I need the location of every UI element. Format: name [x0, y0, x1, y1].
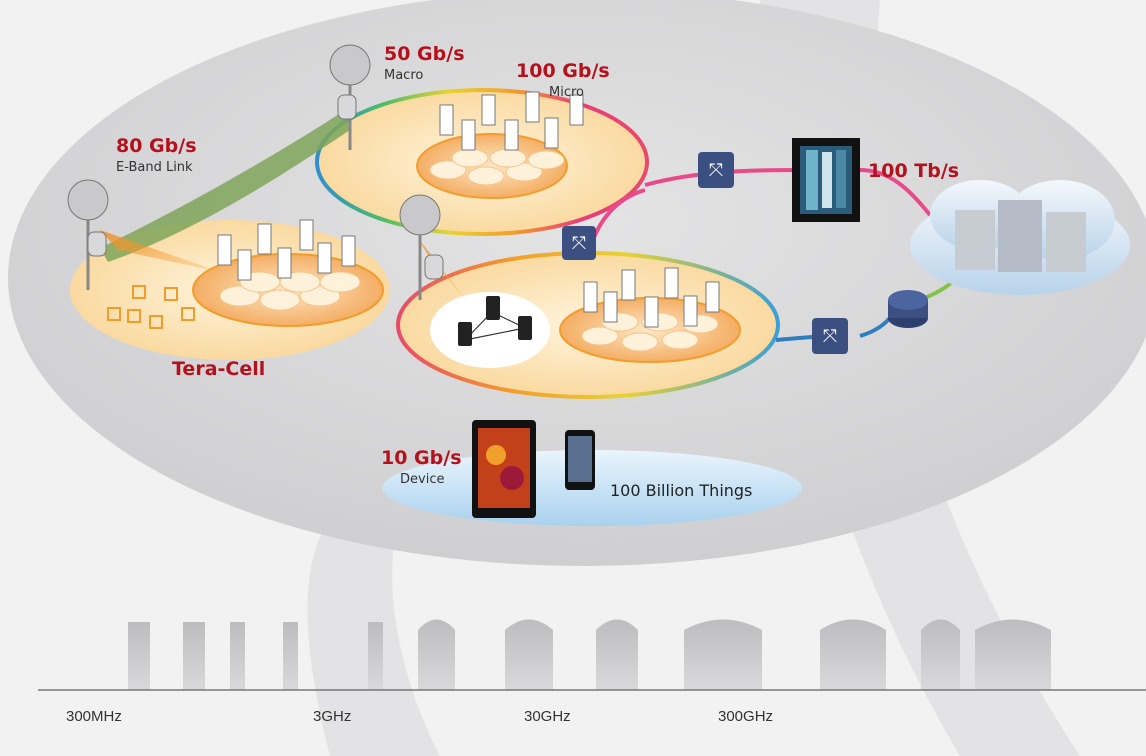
- macro-subcells: [429, 148, 565, 186]
- spectrum-band-bar: [128, 622, 150, 690]
- device-rate-label: 10 Gb/s: [381, 447, 462, 469]
- smallcell-tower-icon: [399, 194, 444, 300]
- spectrum-band-bar: [418, 619, 455, 690]
- tablet-icon: [472, 420, 536, 518]
- macro-name-label: Macro: [384, 68, 424, 83]
- svg-text:⤧: ⤧: [572, 233, 586, 254]
- spectrum-band-bar: [820, 619, 886, 690]
- macro-tower-icon: [329, 44, 371, 150]
- backhaul-link-cloud: [859, 168, 932, 217]
- spectrum-bars: [128, 619, 1051, 690]
- teracell-tower-icon: [67, 179, 109, 290]
- eband-name-label: E-Band Link: [116, 160, 193, 175]
- processor-chip-icon: [792, 138, 860, 222]
- teracell-beam: [100, 230, 220, 272]
- smartphone-icon: [565, 430, 595, 490]
- spectrum-band-bar: [368, 622, 383, 690]
- micro-name-label: Micro: [549, 85, 584, 100]
- teracell-label: Tera-Cell: [172, 358, 266, 380]
- chip-icons: [107, 285, 195, 329]
- switch-icon-lower: ⤧: [812, 318, 848, 354]
- macro-cell-subcell: [416, 133, 568, 199]
- device-name-label: Device: [400, 472, 445, 487]
- switch-icon-mid: ⤧: [562, 226, 596, 260]
- spectrum-band-bar: [183, 622, 205, 690]
- eband-beam: [100, 110, 350, 262]
- axis-label-3ghz: 3GHz: [313, 708, 352, 725]
- micro-rate-label: 100 Gb/s: [516, 60, 610, 82]
- d2d-area: [430, 292, 550, 368]
- macro-rate-label: 50 Gb/s: [384, 43, 465, 65]
- spectrum-band-bar: [596, 619, 638, 690]
- axis-label-30ghz: 30GHz: [524, 708, 571, 725]
- router-icon: [888, 290, 928, 328]
- spectrum-band-bar: [283, 622, 298, 690]
- switch-icon-top: ⤧: [698, 152, 734, 188]
- micro-antenna-icons: [217, 91, 720, 328]
- d2d-phones: [458, 296, 532, 346]
- svg-text:⤧: ⤧: [823, 326, 837, 347]
- data-center-cloud-icon: [910, 180, 1130, 295]
- svg-text:⤧: ⤧: [709, 160, 723, 181]
- axis-label-300mhz: 300MHz: [66, 708, 122, 725]
- spectrum-band-bar: [230, 622, 245, 690]
- eband-rate-label: 80 Gb/s: [116, 135, 197, 157]
- spectrum-band-bar: [505, 619, 553, 690]
- axis-label-300ghz: 300GHz: [718, 708, 774, 725]
- backhaul-rate-label: 100 Tb/s: [868, 160, 960, 182]
- things-label: 100 Billion Things: [610, 481, 753, 500]
- spectrum-band-bar: [684, 619, 762, 690]
- spectrum-band-bar: [921, 619, 960, 690]
- spectrum-band-bar: [975, 619, 1051, 690]
